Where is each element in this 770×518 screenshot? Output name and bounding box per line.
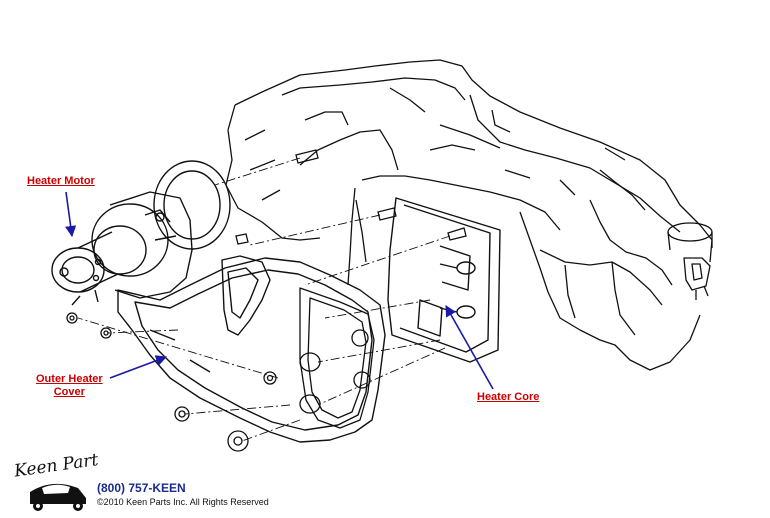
footer-phone: (800) 757-KEEN [97,481,186,495]
firewall-body [225,59,713,371]
heater-core [387,197,501,363]
label-heater-motor[interactable]: Heater Motor [27,175,95,187]
logo-text: Keen Parts [12,452,98,482]
heater-motor [51,191,193,306]
keen-parts-logo: Keen Parts [12,452,98,511]
footer-copyright: ©2010 Keen Parts Inc. All Rights Reserve… [97,497,269,507]
label-heater-core[interactable]: Heater Core [477,391,540,403]
arrow-heater-core [445,305,494,390]
callout-arrows [65,191,494,390]
label-outer-heater-cover-line2: Cover [53,386,85,398]
arrow-outer-heater-cover [109,355,168,379]
arrow-heater-motor [65,191,77,238]
alignment-lines [77,157,451,442]
fasteners [66,149,467,452]
label-outer-heater-cover[interactable]: Outer Heater Cover [36,373,103,399]
seal-ring [153,160,231,250]
label-outer-heater-cover-line1: Outer Heater [36,373,103,385]
outer-heater-cover [117,255,386,443]
